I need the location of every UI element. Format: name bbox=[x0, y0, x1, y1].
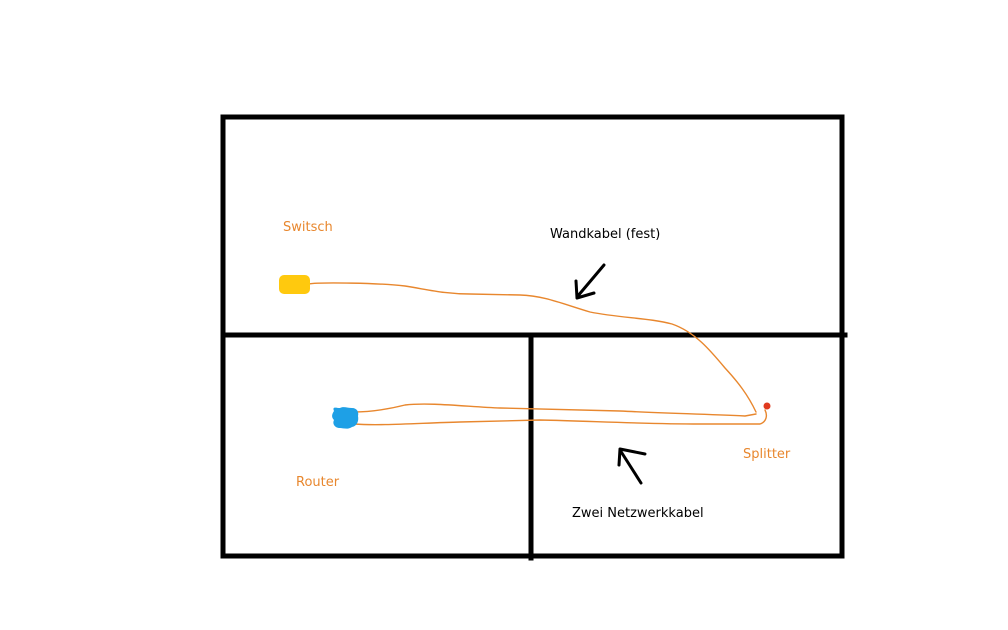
switch-device bbox=[279, 275, 310, 294]
router-label: Router bbox=[296, 475, 340, 490]
splitter-device bbox=[763, 402, 771, 410]
walls bbox=[220, 114, 848, 561]
router-device bbox=[332, 407, 359, 429]
devices bbox=[279, 275, 771, 429]
network-cable-lower bbox=[353, 409, 768, 426]
network-cable-arrow bbox=[617, 447, 647, 485]
cables bbox=[307, 282, 768, 426]
wall-cable bbox=[307, 282, 757, 413]
wall-cable-label: Wandkabel (fest) bbox=[550, 227, 660, 242]
arrows bbox=[574, 263, 647, 485]
splitter-label: Splitter bbox=[743, 447, 791, 462]
network-cable-upper bbox=[353, 403, 757, 417]
two-cables-label: Zwei Netzwerkkabel bbox=[572, 506, 704, 521]
wall-cable-arrow bbox=[574, 263, 606, 300]
labels: Switsch Wandkabel (fest) Router Splitter… bbox=[283, 220, 791, 521]
switch-label: Switsch bbox=[283, 220, 333, 235]
